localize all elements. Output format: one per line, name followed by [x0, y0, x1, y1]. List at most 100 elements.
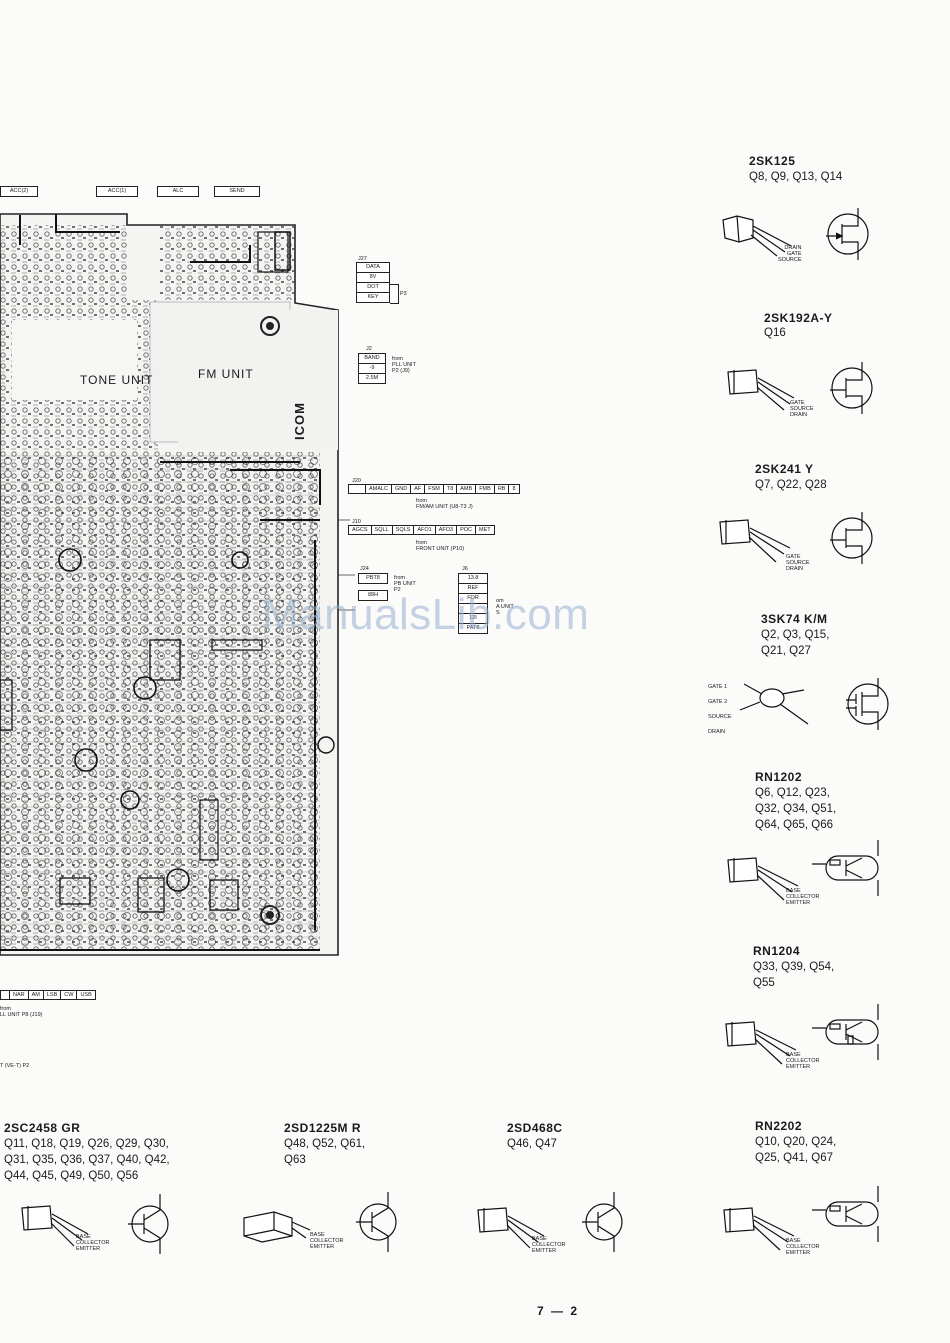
power-transistor-package-icon — [243, 1211, 311, 1243]
j27-note: P3 — [400, 291, 407, 297]
j20-cell: RB — [495, 485, 510, 493]
j20-note: from FM/AM UNIT (U8-T3 J) — [416, 498, 473, 510]
j24-note: from PB UNIT P2 — [394, 575, 416, 593]
fet-package-icon — [727, 369, 795, 411]
transistor-package-icon — [477, 1207, 545, 1249]
top-connector-acc2: ACC(2) — [0, 186, 38, 197]
lead-labels: BASE COLLECTOR EMITTER — [786, 888, 820, 906]
j27-cell: DATA — [356, 262, 390, 273]
j6-cell: 13.8 — [458, 573, 488, 584]
transistor-package-icon — [723, 1207, 795, 1251]
j24-cell: PBT8 — [358, 573, 388, 584]
fet-package-icon — [719, 519, 791, 563]
j2-cell: BAND — [358, 353, 386, 364]
bottom-cell: NAR — [10, 991, 29, 999]
digital-transistor-symbol-icon — [812, 1004, 879, 1060]
j10-cell: MET — [479, 527, 491, 533]
npn-transistor-symbol-icon — [128, 1194, 169, 1254]
fet-package-icon — [722, 215, 792, 257]
transistor-list: Q33, Q39, Q54, Q55 — [753, 961, 835, 989]
j6-connector: 13.8 REF FOR 12I PAT8 — [458, 573, 488, 634]
j10-title: J10 — [352, 519, 361, 525]
transistor-list: Q6, Q12, Q23, Q32, Q34, Q51, Q64, Q65, Q… — [755, 787, 837, 831]
j10-note: from FRONT UNIT (P10) — [416, 540, 465, 552]
bottom-cell: LSB — [44, 991, 62, 999]
j6-cell: REF — [458, 584, 488, 594]
j2-title: J2 — [366, 346, 372, 352]
j27-connector: DATA 8V DOT KEY — [356, 262, 390, 303]
fm-unit-label: FM UNIT — [198, 367, 254, 381]
transistor-title: 2SD468C — [507, 1121, 563, 1135]
j24-cell: 88H — [358, 590, 388, 601]
j20-cell: 8 — [512, 486, 516, 492]
j10-cell: SQLL — [372, 526, 393, 534]
lead-labels: DRAIN GATE SOURCE — [778, 245, 802, 263]
j2-connector: BAND -9 2.5M — [358, 353, 386, 384]
lead-labels: BASE COLLECTOR EMITTER — [786, 1052, 820, 1070]
j27-cell: KEY — [356, 293, 390, 303]
transistor-title: 3SK74 K/M — [761, 612, 828, 626]
lead-labels: BASE COLLECTOR EMITTER — [310, 1232, 344, 1250]
j6-cell: FOR — [458, 594, 488, 604]
transistor-title: 2SC2458 GR — [4, 1121, 81, 1135]
page-number: 7 — 2 — [537, 1304, 580, 1318]
j10-cell: SQLS — [393, 526, 415, 534]
j20-cell: AF — [411, 485, 426, 493]
transistor-list: Q2, Q3, Q15, Q21, Q27 — [761, 629, 830, 657]
lead-labels: GATE SOURCE DRAIN — [790, 400, 814, 418]
n-channel-fet-symbol-icon — [826, 208, 869, 260]
lead-labels: GATE SOURCE DRAIN — [786, 554, 810, 572]
lead-labels-3sk74: GATE 1 GATE 2 SOURCE DRAIN — [708, 684, 732, 735]
j2-cell: -9 — [358, 364, 386, 374]
transistor-list: Q11, Q18, Q19, Q26, Q29, Q30, Q31, Q35, … — [4, 1138, 170, 1182]
top-connector-acc1: ACC(1) — [96, 186, 138, 197]
bottom-note-2: T (VE-T) P2 — [0, 1063, 30, 1069]
j20-cell: AMB — [457, 485, 477, 493]
bottom-cell: AM — [29, 991, 44, 999]
j6-cell: 12I — [458, 614, 488, 624]
lead-labels: BASE COLLECTOR EMITTER — [76, 1234, 110, 1252]
j20-cell — [349, 485, 366, 493]
j27-cell: DOT — [356, 283, 390, 293]
transistor-title: RN1204 — [753, 944, 801, 958]
npn-transistor-symbol-icon — [582, 1192, 623, 1252]
j10-cell: AFO1 — [414, 526, 436, 534]
j20-cell: FMB — [476, 485, 495, 493]
bottom-cell: CW — [61, 991, 78, 999]
j20-cell: T8 — [444, 485, 458, 493]
transistor-package-icon — [727, 857, 799, 901]
j24-connector: PBT8 88H — [358, 573, 388, 601]
transistor-list: Q46, Q47 — [507, 1138, 557, 1150]
j2-cell: 2.5M — [358, 374, 386, 384]
bottom-connector: NAR AM LSB CW USB — [0, 990, 96, 1000]
bottom-cell: USB — [80, 992, 92, 998]
bottom-note-1: from LL UNIT P8 (J19) — [0, 1006, 43, 1018]
transistor-title: RN1202 — [755, 770, 803, 784]
top-connector-alc: ALC — [157, 186, 199, 197]
transistor-list: Q16 — [764, 327, 786, 339]
npn-transistor-symbol-icon — [356, 1192, 397, 1252]
lead-labels: BASE COLLECTOR EMITTER — [786, 1238, 820, 1256]
transistor-title: RN2202 — [755, 1119, 803, 1133]
j6-title: J6 — [462, 566, 468, 572]
j6-cell: PAT8 — [458, 624, 488, 634]
lead-labels: BASE COLLECTOR EMITTER — [532, 1236, 566, 1254]
j24-title: J24 — [360, 566, 369, 572]
watermark: ManualsLib.com — [262, 590, 590, 639]
dual-gate-fet-package-icon — [739, 683, 809, 725]
j20-cell: AMALC — [366, 485, 392, 493]
transistor-list: Q7, Q22, Q28 — [755, 479, 827, 491]
j10-cell: AGCS — [349, 526, 372, 534]
transistor-package-icon — [725, 1021, 797, 1065]
j20-title: J20 — [352, 478, 361, 484]
n-channel-fet-symbol-icon — [830, 362, 873, 414]
transistor-package-icon — [21, 1205, 89, 1247]
n-channel-fet-symbol-icon — [830, 512, 873, 564]
j27-bracket — [390, 284, 399, 304]
bottom-cell — [1, 991, 10, 999]
j2-note: from PLL UNIT P2 (J9) — [392, 356, 416, 374]
transistor-list: Q48, Q52, Q61, Q63 — [284, 1138, 366, 1166]
digital-transistor-symbol-icon — [812, 840, 879, 896]
top-connector-send: SEND — [214, 186, 260, 197]
